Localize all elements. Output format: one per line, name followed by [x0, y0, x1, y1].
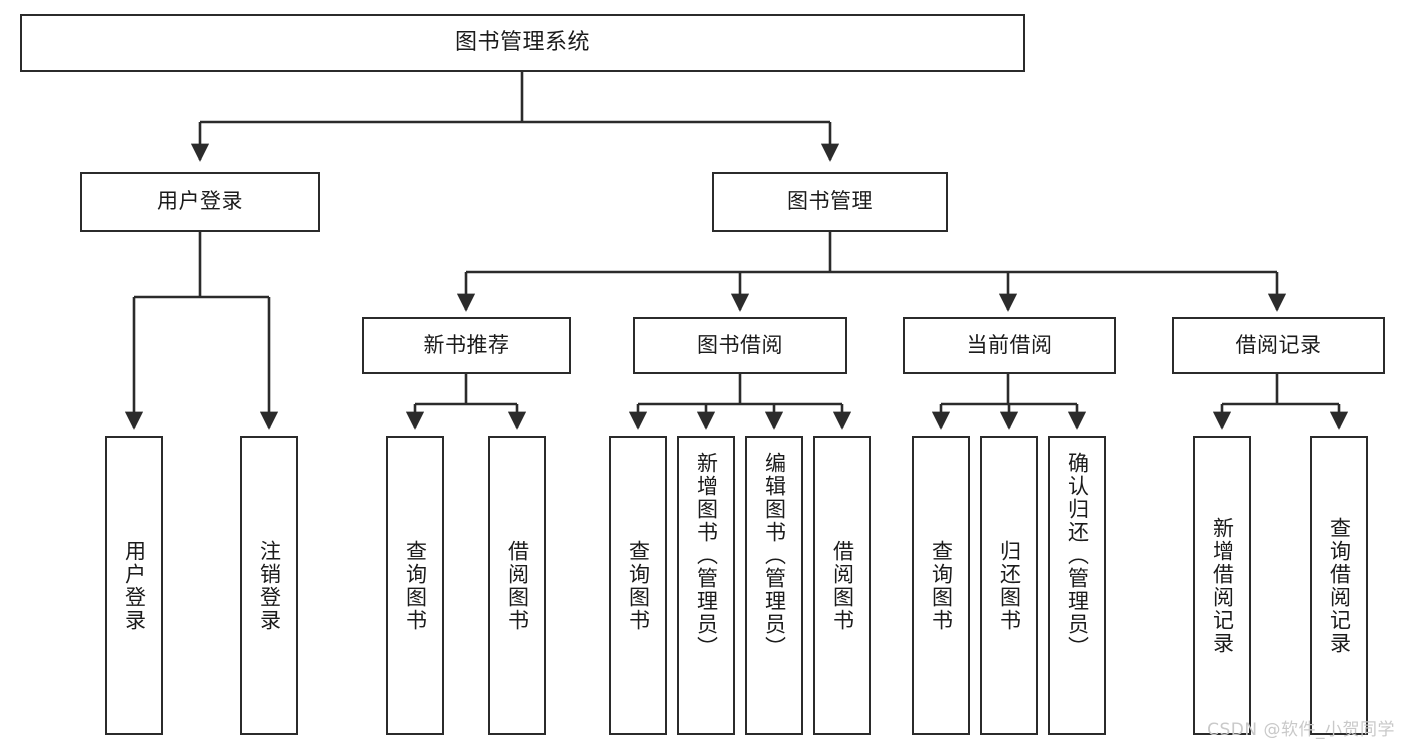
node-label: 当前借阅	[966, 332, 1053, 357]
node-label: 查询图书	[929, 539, 954, 632]
node-leaf-edit-book-admin[interactable]: 编辑图书（管理员）	[745, 436, 803, 735]
node-leaf-query-book-2[interactable]: 查询图书	[609, 436, 667, 735]
node-label: 借阅图书	[830, 539, 855, 632]
node-current-borrow[interactable]: 当前借阅	[903, 317, 1116, 374]
node-leaf-query-book-1[interactable]: 查询图书	[386, 436, 444, 735]
node-borrow-record[interactable]: 借阅记录	[1172, 317, 1385, 374]
node-label: 确认归还（管理员）	[1065, 452, 1090, 659]
node-root-system[interactable]: 图书管理系统	[20, 14, 1025, 72]
node-label: 用户登录	[122, 539, 147, 632]
node-user-login[interactable]: 用户登录	[80, 172, 320, 232]
node-leaf-add-book-admin[interactable]: 新增图书（管理员）	[677, 436, 735, 735]
node-leaf-borrow-book-2[interactable]: 借阅图书	[813, 436, 871, 735]
node-leaf-confirm-return-admin[interactable]: 确认归还（管理员）	[1048, 436, 1106, 735]
node-new-book-recommend[interactable]: 新书推荐	[362, 317, 571, 374]
node-label: 新增图书（管理员）	[694, 452, 719, 659]
node-label: 图书管理	[787, 189, 873, 214]
node-label: 图书借阅	[697, 332, 783, 357]
node-label: 借阅记录	[1235, 332, 1322, 357]
node-leaf-query-book-3[interactable]: 查询图书	[912, 436, 970, 735]
node-label: 借阅图书	[505, 539, 530, 632]
node-leaf-user-logout[interactable]: 注销登录	[240, 436, 298, 735]
node-label: 新书推荐	[423, 332, 510, 357]
node-book-management[interactable]: 图书管理	[712, 172, 948, 232]
node-leaf-borrow-book-1[interactable]: 借阅图书	[488, 436, 546, 735]
node-label: 查询图书	[403, 539, 428, 632]
node-leaf-user-login[interactable]: 用户登录	[105, 436, 163, 735]
node-leaf-query-borrow-record[interactable]: 查询借阅记录	[1310, 436, 1368, 735]
watermark-text: CSDN @软件_小贺同学	[1207, 720, 1395, 740]
node-label: 编辑图书（管理员）	[762, 452, 787, 659]
node-label: 注销登录	[257, 539, 282, 632]
node-book-borrow[interactable]: 图书借阅	[633, 317, 847, 374]
node-label: 查询图书	[626, 539, 651, 632]
node-leaf-add-borrow-record[interactable]: 新增借阅记录	[1193, 436, 1251, 735]
node-label: 图书管理系统	[454, 29, 590, 55]
node-label: 新增借阅记录	[1210, 516, 1235, 655]
node-leaf-return-book[interactable]: 归还图书	[980, 436, 1038, 735]
node-label: 归还图书	[997, 539, 1022, 632]
node-label: 用户登录	[157, 189, 243, 214]
node-label: 查询借阅记录	[1327, 516, 1352, 655]
